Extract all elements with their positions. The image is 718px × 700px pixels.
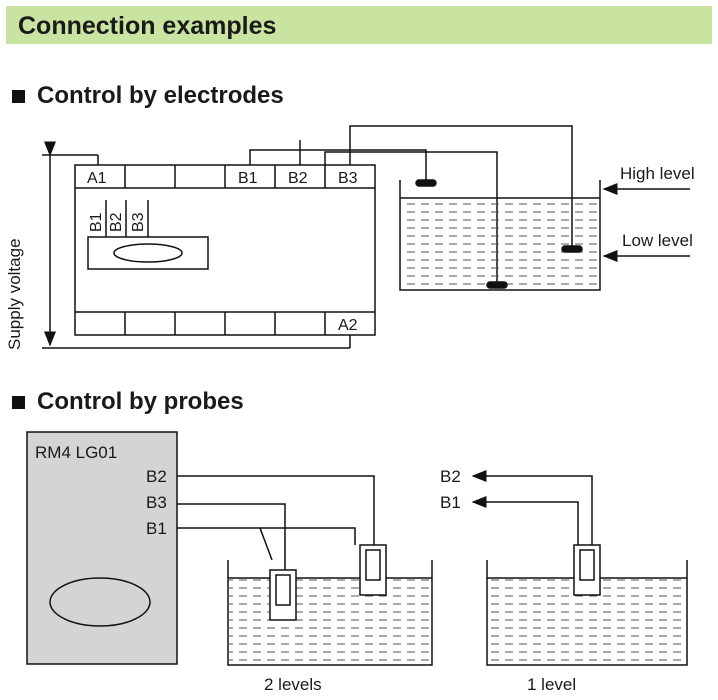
electrode-common — [415, 179, 437, 187]
top-terminal-dividers — [124, 165, 326, 188]
internal-label-b1: B1 — [88, 212, 105, 232]
terminal-label-b3: B3 — [338, 170, 358, 187]
bullet-square-icon — [12, 89, 25, 103]
device-terminal-b1: B1 — [146, 519, 167, 538]
caption-one-level: 1 level — [527, 675, 576, 694]
probe-relay-diagram — [26, 431, 688, 666]
tank-electrodes — [399, 180, 601, 291]
electrode-bottom — [486, 281, 508, 289]
electrode-relay-diagram — [42, 125, 690, 349]
probes-title: Control by probes — [37, 388, 244, 415]
device-terminal-b2: B2 — [146, 467, 167, 486]
section-banner: Connection examples — [6, 6, 712, 44]
right-terminal-b1: B1 — [440, 493, 461, 512]
caption-two-levels: 2 levels — [264, 675, 322, 694]
terminal-label-b2: B2 — [288, 170, 308, 187]
high-level-label: High level — [620, 164, 695, 183]
electrodes-title: Control by electrodes — [37, 82, 284, 109]
electrode-low — [561, 245, 583, 253]
tank-one-level — [486, 560, 688, 666]
internal-label-b2: B2 — [108, 212, 125, 232]
electrodes-heading: Control by electrodes — [12, 82, 284, 110]
probe-short — [359, 544, 387, 596]
probe-long — [269, 569, 297, 621]
probe-single — [573, 544, 601, 596]
internal-label-b3: B3 — [130, 212, 147, 232]
bullet-square-icon — [12, 395, 25, 409]
probes-heading: Control by probes — [12, 388, 244, 416]
right-terminal-b2: B2 — [440, 467, 461, 486]
internal-module — [87, 236, 209, 270]
low-level-label: Low level — [622, 231, 693, 250]
terminal-label-a1: A1 — [87, 170, 107, 187]
bottom-terminal-dividers — [124, 312, 326, 335]
tank-two-levels — [227, 560, 433, 666]
supply-voltage-label: Supply voltage — [5, 238, 24, 350]
banner-title: Connection examples — [18, 12, 277, 40]
terminal-label-b1: B1 — [238, 170, 258, 187]
relay-body — [74, 164, 376, 336]
device-label: RM4 LG01 — [35, 443, 117, 462]
terminal-label-a2: A2 — [338, 317, 358, 334]
device-terminal-b3: B3 — [146, 493, 167, 512]
